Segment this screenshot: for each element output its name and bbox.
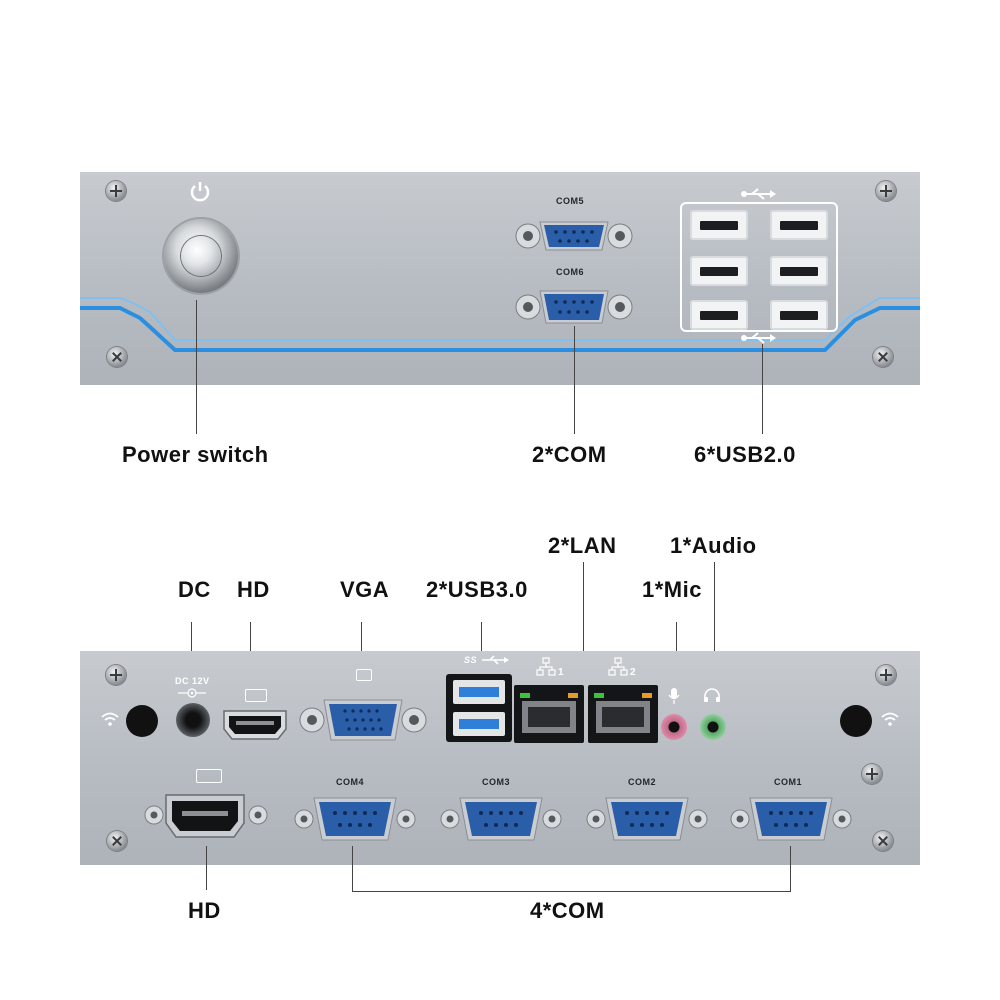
com4-callout: 4*COM [530, 898, 605, 923]
usb3-callout: 2*USB3.0 [426, 577, 528, 602]
lan-port-1[interactable] [514, 685, 584, 743]
usb2-port[interactable] [690, 210, 748, 240]
accent-stripes [80, 297, 920, 352]
antenna-hole [126, 705, 158, 737]
callout-line [583, 562, 584, 660]
callout-line [790, 846, 791, 892]
com3-port[interactable] [436, 795, 566, 843]
power-button[interactable] [164, 219, 238, 293]
screw [876, 665, 896, 685]
com2-port[interactable] [582, 795, 712, 843]
callout-line [574, 326, 575, 434]
hd-callout-top: HD [237, 577, 270, 602]
wifi-icon [881, 712, 899, 726]
hdmi-port[interactable] [220, 707, 290, 743]
monitor-icon [356, 669, 372, 681]
usb3-port[interactable] [453, 712, 505, 736]
microphone-icon [668, 688, 680, 704]
network-icon [536, 657, 556, 676]
callout-line [361, 622, 362, 664]
screw [862, 764, 882, 784]
audio-jack[interactable] [700, 714, 726, 740]
network-icon [608, 657, 628, 676]
callout-line [352, 846, 353, 892]
callout-line [481, 622, 482, 660]
callout-line [191, 622, 192, 670]
callout-line [206, 846, 207, 890]
vga-port[interactable] [298, 697, 428, 743]
wifi-icon [101, 712, 119, 726]
callout-line [250, 622, 251, 664]
usb2-port[interactable] [690, 256, 748, 286]
hdmi-logo-icon [196, 769, 222, 783]
com4-label: COM4 [336, 777, 365, 787]
com6-port[interactable] [514, 287, 634, 327]
com1-port[interactable] [726, 795, 856, 843]
callout-line [714, 562, 715, 666]
com2-label: COM2 [628, 777, 657, 787]
usb3-housing [446, 674, 512, 742]
lan-callout: 2*LAN [548, 533, 617, 558]
lan2-label: 2 [630, 667, 637, 678]
usb3-port[interactable] [453, 680, 505, 704]
com5-label: COM5 [556, 196, 585, 206]
com1-label: COM1 [774, 777, 803, 787]
dc-label: DC 12V [175, 676, 210, 686]
rear-panel: DC 12V SS [80, 651, 920, 865]
callout-line [762, 344, 763, 434]
vga-callout: VGA [340, 577, 390, 602]
usb-symbol-icon [482, 655, 509, 665]
callout-line [676, 622, 677, 666]
power-switch-callout: Power switch [122, 442, 269, 467]
screw [873, 347, 893, 367]
usb-symbol-icon [741, 188, 776, 200]
com6-label: COM6 [556, 267, 585, 277]
com5-port[interactable] [514, 218, 634, 254]
headphones-icon [704, 688, 720, 702]
audio-callout: 1*Audio [670, 533, 757, 558]
dc-callout: DC [178, 577, 211, 602]
usb-symbol-icon [741, 332, 776, 344]
callout-line [196, 300, 197, 434]
usb2-port[interactable] [770, 210, 828, 240]
lan1-label: 1 [558, 667, 565, 678]
usb2-frame [680, 202, 838, 332]
hd-callout-bottom: HD [188, 898, 221, 923]
antenna-hole [840, 705, 872, 737]
usb2-port[interactable] [770, 256, 828, 286]
usb2-callout: 6*USB2.0 [694, 442, 796, 467]
com3-label: COM3 [482, 777, 511, 787]
com4-port[interactable] [290, 795, 420, 843]
mic-jack[interactable] [661, 714, 687, 740]
power-icon [190, 182, 210, 202]
screw [107, 347, 127, 367]
usb2-port[interactable] [770, 300, 828, 330]
usb2-port[interactable] [690, 300, 748, 330]
lan-port-2[interactable] [588, 685, 658, 743]
hdmi-logo-icon [245, 689, 267, 702]
screw [106, 181, 126, 201]
screw [106, 665, 126, 685]
screw [107, 831, 127, 851]
screw [876, 181, 896, 201]
screw [873, 831, 893, 851]
dc-jack[interactable] [176, 703, 210, 737]
callout-bracket [352, 891, 791, 892]
mic-callout: 1*Mic [642, 577, 702, 602]
hdmi-port-large[interactable] [140, 791, 270, 843]
front-panel: COM5 COM6 [80, 172, 920, 385]
dc-polarity-icon [178, 688, 206, 698]
com-callout: 2*COM [532, 442, 607, 467]
ss-label: SS [464, 655, 478, 665]
